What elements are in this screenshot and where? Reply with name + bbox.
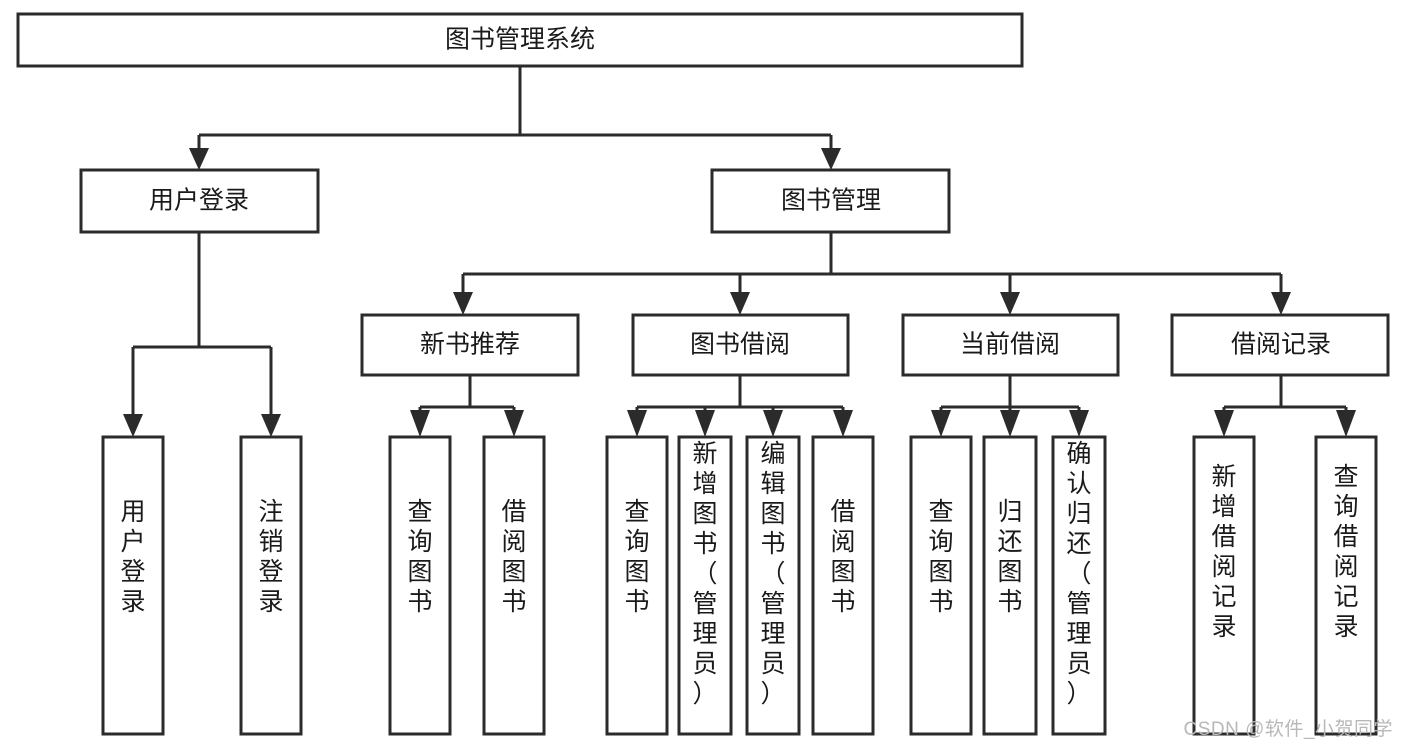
connector-group-current-borrow xyxy=(931,375,1089,437)
leaf-user-login-logout-box[interactable] xyxy=(239,435,303,736)
arrow-head-root-2 xyxy=(821,148,841,170)
leaf-newbook-query-box[interactable] xyxy=(388,435,452,736)
leaf-borrowrecord-add-label: 新增借阅记录 xyxy=(1211,463,1236,641)
node-borrow-record[interactable]: 借阅记录 xyxy=(1170,313,1390,377)
node-root-book-management-system[interactable]: 图书管理系统 xyxy=(16,12,1024,68)
arrow-head-userlogin-1 xyxy=(123,414,143,437)
arrow-head-root-1 xyxy=(189,148,209,170)
connector-group-book-borrow xyxy=(627,375,853,437)
leaf-currentborrow-confirm-label: 确认归还（管理员） xyxy=(1066,440,1091,708)
leaf-node-user-login-login[interactable]: 用户登录 xyxy=(101,435,165,736)
node-current-borrow-label: 当前借阅 xyxy=(960,331,1060,359)
leaf-node-newbook-query[interactable]: 查询图书 xyxy=(388,435,452,736)
leaf-bookborrow-borrow-box[interactable] xyxy=(811,435,875,736)
arrow-head-bookmanage-1 xyxy=(453,292,473,315)
leaf-node-user-login-logout[interactable]: 注销登录 xyxy=(239,435,303,736)
leaf-currentborrow-return-box[interactable] xyxy=(982,435,1038,736)
node-current-borrow-box[interactable] xyxy=(901,313,1120,377)
arrow-head-newbook-1 xyxy=(410,410,430,437)
node-borrow-record-label: 借阅记录 xyxy=(1231,331,1331,359)
leaf-currentborrow-return-label: 归还图书 xyxy=(997,498,1022,616)
arrow-head-borrowrecord-2 xyxy=(1336,410,1356,437)
leaf-node-currentborrow-return[interactable]: 归还图书 xyxy=(982,435,1038,736)
arrow-head-bookmanage-3 xyxy=(1000,292,1020,315)
arrow-head-newbook-2 xyxy=(504,410,524,437)
leaf-borrowrecord-query-label: 查询借阅记录 xyxy=(1333,463,1358,641)
arrow-head-bookborrow-1 xyxy=(627,410,647,437)
leaf-currentborrow-query-label: 查询图书 xyxy=(928,498,953,616)
arrow-head-bookmanage-2 xyxy=(730,292,750,315)
leaf-borrowrecord-query-box[interactable] xyxy=(1314,435,1378,736)
leaf-bookborrow-borrow-label: 借阅图书 xyxy=(830,498,855,616)
node-new-book-recommend-label: 新书推荐 xyxy=(420,331,520,359)
leaf-user-login-login-box[interactable] xyxy=(101,435,165,736)
node-user-login[interactable]: 用户登录 xyxy=(79,168,320,234)
leaf-node-currentborrow-query[interactable]: 查询图书 xyxy=(909,435,973,736)
leaf-node-bookborrow-query[interactable]: 查询图书 xyxy=(605,435,669,736)
leaf-bookborrow-edit-label: 编辑图书（管理员） xyxy=(760,440,785,708)
leaf-user-login-login-label: 用户登录 xyxy=(120,498,145,616)
leaf-node-newbook-borrow[interactable]: 借阅图书 xyxy=(482,435,546,736)
node-book-borrow-box[interactable] xyxy=(631,313,850,377)
leaf-bookborrow-edit-box[interactable] xyxy=(745,435,801,736)
leaf-node-bookborrow-add[interactable]: 新增图书（管理员） xyxy=(677,435,733,736)
leaf-bookborrow-query-box[interactable] xyxy=(605,435,669,736)
arrow-head-currentborrow-1 xyxy=(931,410,951,437)
arrow-head-userlogin-2 xyxy=(261,414,281,437)
leaf-node-borrowrecord-add[interactable]: 新增借阅记录 xyxy=(1192,435,1256,736)
arrow-head-bookborrow-3 xyxy=(763,410,783,437)
node-new-book-recommend[interactable]: 新书推荐 xyxy=(360,313,580,377)
leaf-node-currentborrow-confirm[interactable]: 确认归还（管理员） xyxy=(1051,435,1107,736)
leaf-node-bookborrow-edit[interactable]: 编辑图书（管理员） xyxy=(745,435,801,736)
leaf-node-borrowrecord-query[interactable]: 查询借阅记录 xyxy=(1314,435,1378,736)
node-book-borrow[interactable]: 图书借阅 xyxy=(631,313,850,377)
node-book-management-label: 图书管理 xyxy=(781,187,881,215)
connector-group-new-book xyxy=(410,375,524,437)
leaf-newbook-borrow-label: 借阅图书 xyxy=(501,498,526,616)
arrow-head-bookborrow-4 xyxy=(833,410,853,437)
node-book-management-box[interactable] xyxy=(710,168,951,234)
node-root-label: 图书管理系统 xyxy=(445,26,595,54)
arrow-head-borrowrecord-1 xyxy=(1214,410,1234,437)
leaf-borrowrecord-add-box[interactable] xyxy=(1192,435,1256,736)
leaf-newbook-borrow-box[interactable] xyxy=(482,435,546,736)
leaf-node-bookborrow-borrow[interactable]: 借阅图书 xyxy=(811,435,875,736)
node-root-box[interactable] xyxy=(16,12,1024,68)
leaf-bookborrow-query-label: 查询图书 xyxy=(624,498,649,616)
arrow-head-bookborrow-2 xyxy=(695,410,715,437)
node-user-login-label: 用户登录 xyxy=(149,187,249,215)
leaf-currentborrow-query-box[interactable] xyxy=(909,435,973,736)
leaf-bookborrow-add-box[interactable] xyxy=(677,435,733,736)
node-user-login-box[interactable] xyxy=(79,168,320,234)
csdn-watermark: CSDN @软件_小贺同学 xyxy=(1183,719,1393,740)
node-borrow-record-box[interactable] xyxy=(1170,313,1390,377)
connector-group-user-login xyxy=(123,232,281,437)
connector-group-book-manage xyxy=(453,232,1291,315)
node-book-management[interactable]: 图书管理 xyxy=(710,168,951,234)
node-book-borrow-label: 图书借阅 xyxy=(690,331,790,359)
arrow-head-currentborrow-2 xyxy=(1000,410,1020,437)
arrow-head-bookmanage-4 xyxy=(1271,292,1291,315)
connector-group-root xyxy=(189,66,841,170)
leaf-currentborrow-confirm-box[interactable] xyxy=(1051,435,1107,736)
connector-group-borrow-record xyxy=(1214,375,1356,437)
node-current-borrow[interactable]: 当前借阅 xyxy=(901,313,1120,377)
node-new-book-recommend-box[interactable] xyxy=(360,313,580,377)
leaf-bookborrow-add-label: 新增图书（管理员） xyxy=(692,440,717,708)
leaf-newbook-query-label: 查询图书 xyxy=(407,498,432,616)
arrow-head-currentborrow-3 xyxy=(1069,410,1089,437)
leaf-user-login-logout-label: 注销登录 xyxy=(258,498,283,616)
